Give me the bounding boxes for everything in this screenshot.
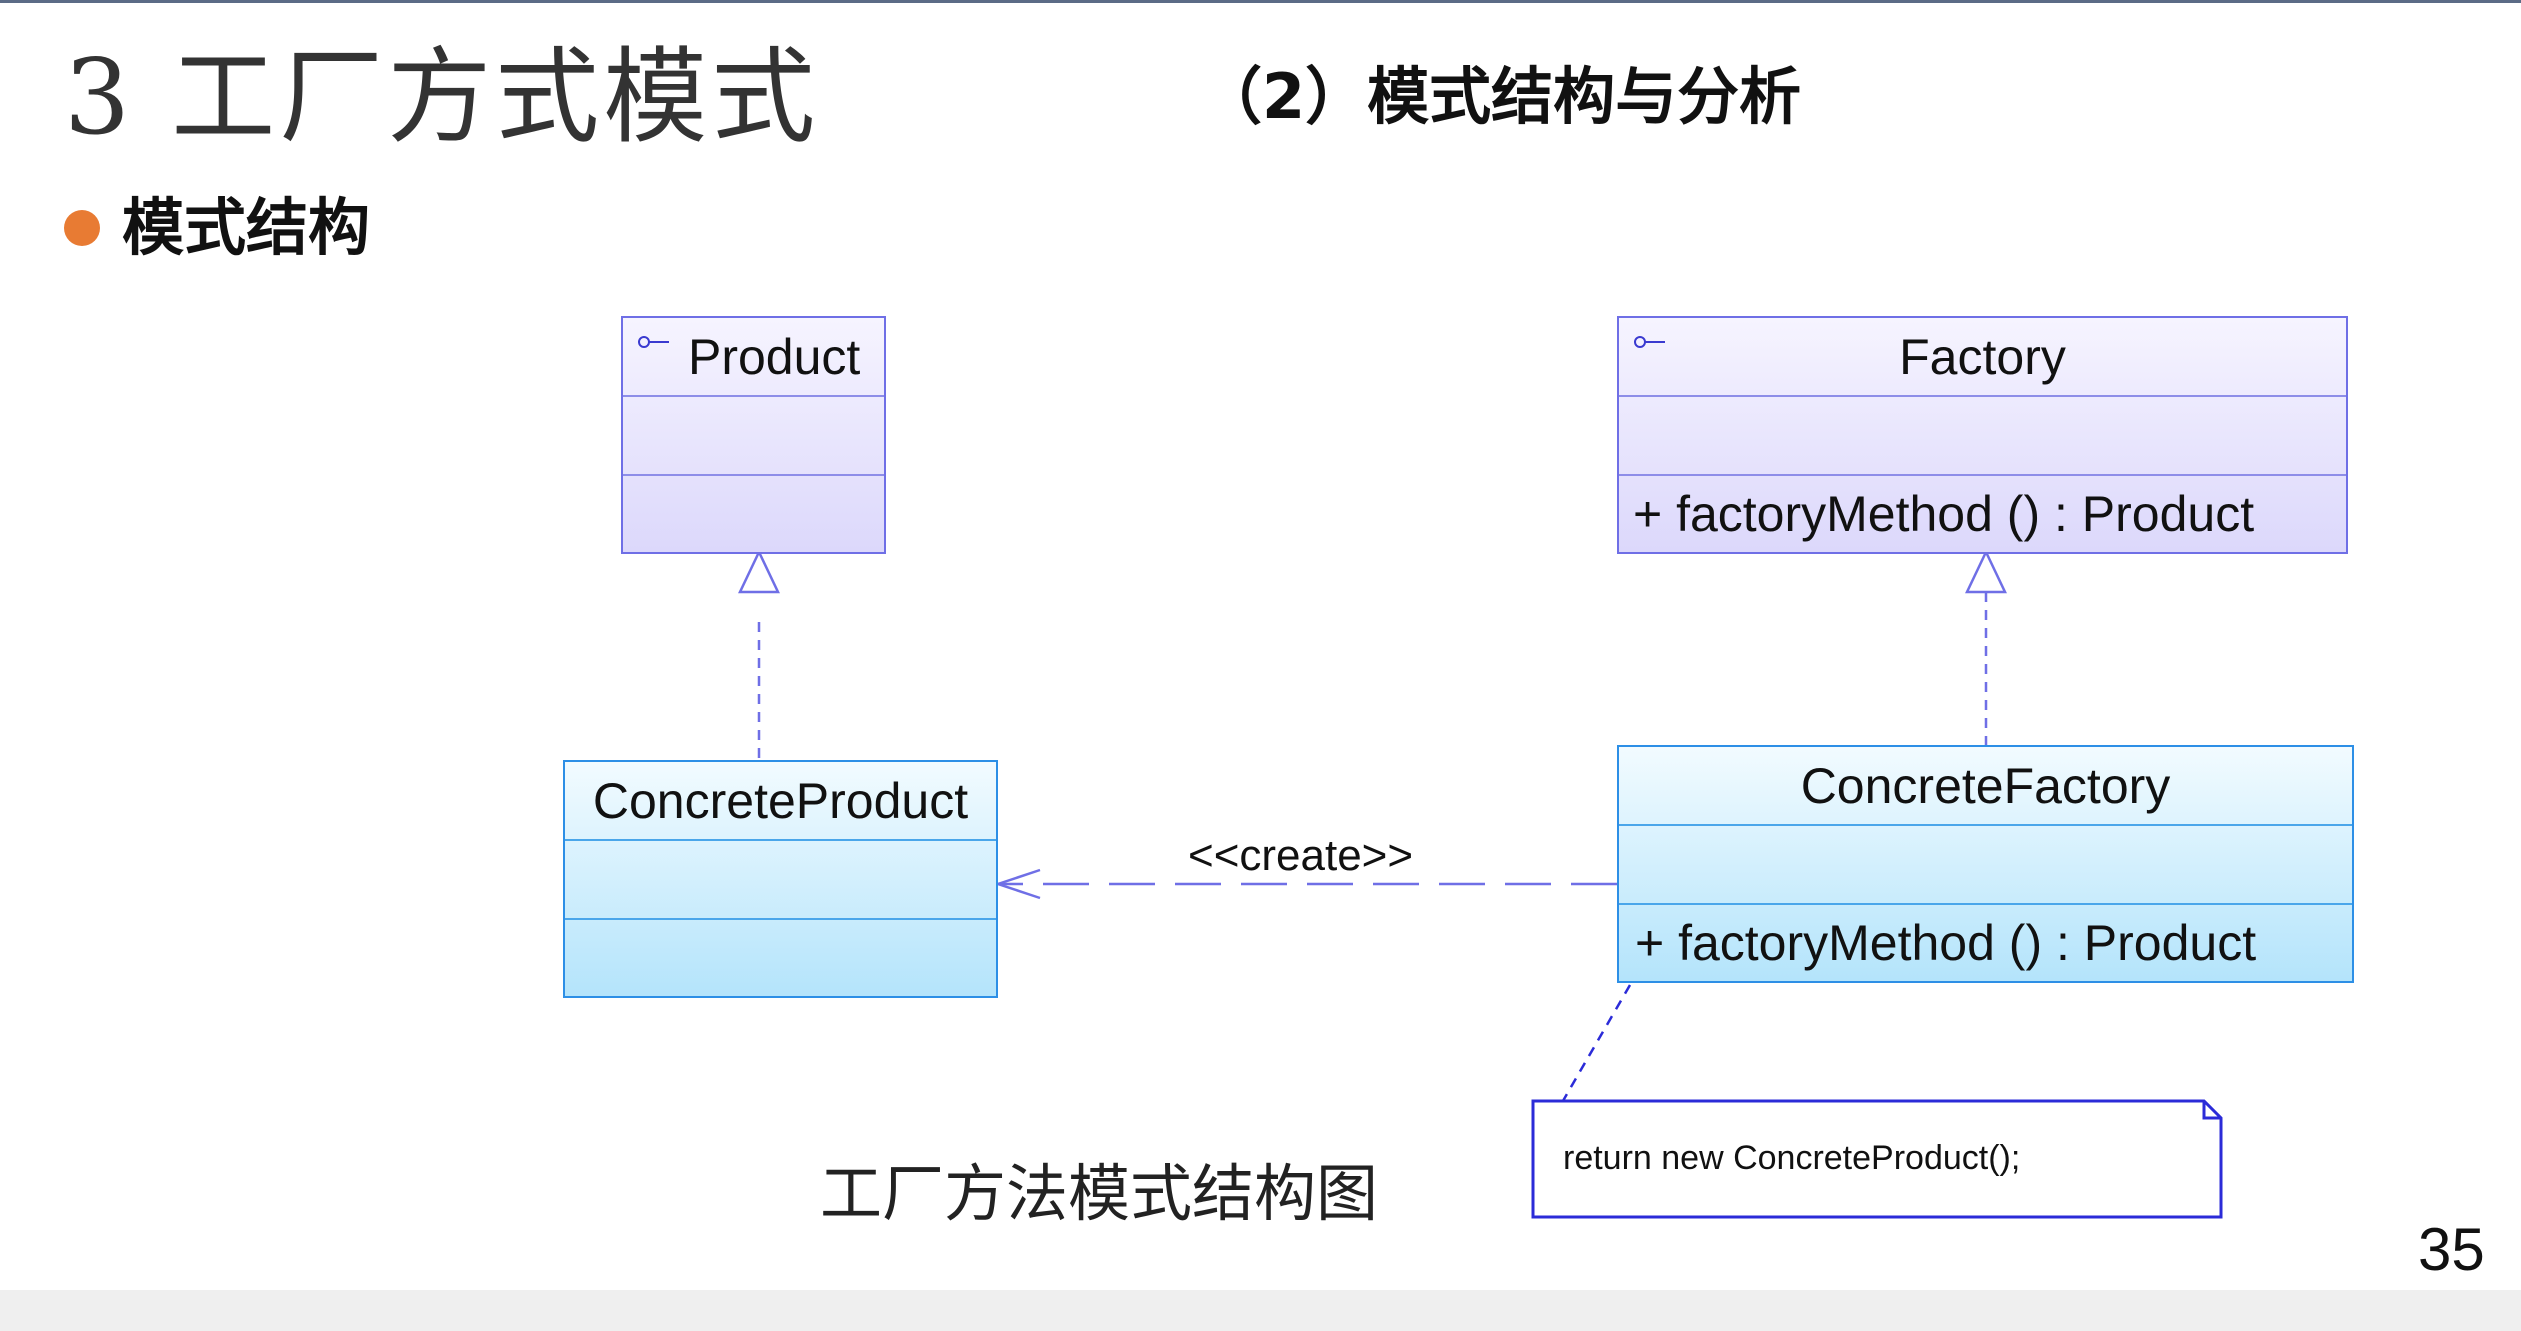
page-number: 35 <box>2418 1216 2485 1283</box>
note-fold <box>2202 1101 2221 1120</box>
bullet-dot-icon <box>64 210 100 246</box>
section-title: （2）模式结构与分析 <box>1200 60 1802 133</box>
diagram-caption: 工厂方法模式结构图 <box>820 1157 1379 1230</box>
class-factory-name: Factory <box>1899 329 2066 385</box>
top-rule <box>0 0 2521 3</box>
class-product: Product <box>621 316 886 554</box>
create-dependency-arrowhead <box>994 868 1041 900</box>
class-product-name: Product <box>688 329 861 385</box>
realization-arrow-product <box>738 549 780 594</box>
class-concrete-product-name-compartment: ConcreteProduct <box>565 762 996 841</box>
class-concrete-factory-operation: + factoryMethod () : Product <box>1635 915 2257 971</box>
class-concrete-factory-operations: + factoryMethod () : Product <box>1619 905 2352 981</box>
class-concrete-product-attributes <box>565 841 996 920</box>
class-concrete-factory-name: ConcreteFactory <box>1800 758 2171 814</box>
class-factory: Factory + factoryMethod () : Product <box>1617 316 2348 554</box>
class-concrete-factory-name-compartment: ConcreteFactory <box>1619 747 2352 826</box>
bullet-heading: 模式结构 <box>122 191 371 264</box>
note-shape <box>1531 1099 2223 1219</box>
class-product-operations <box>623 476 884 552</box>
class-factory-attributes <box>1619 397 2346 476</box>
interface-icon <box>638 336 669 348</box>
class-concrete-product-operations <box>565 920 996 996</box>
realization-arrow-factory <box>1965 549 2007 594</box>
class-factory-name-compartment: Factory <box>1619 318 2346 397</box>
note-anchor-line <box>1558 984 1632 1107</box>
create-stereotype-label: <<create>> <box>1188 831 1414 880</box>
class-concrete-factory-attributes <box>1619 826 2352 905</box>
class-factory-operation: + factoryMethod () : Product <box>1633 486 2255 542</box>
slide-title: 3 工厂方式模式 <box>64 36 820 158</box>
class-concrete-product: ConcreteProduct <box>563 760 998 998</box>
interface-icon <box>1634 336 1665 348</box>
class-concrete-factory: ConcreteFactory + factoryMethod () : Pro… <box>1617 745 2354 983</box>
footer-band <box>0 1290 2521 1331</box>
note-text: return new ConcreteProduct(); <box>1563 1139 2021 1177</box>
class-factory-operations: + factoryMethod () : Product <box>1619 476 2346 552</box>
class-product-name-compartment: Product <box>623 318 884 397</box>
class-concrete-product-name: ConcreteProduct <box>592 773 969 829</box>
class-product-attributes <box>623 397 884 476</box>
